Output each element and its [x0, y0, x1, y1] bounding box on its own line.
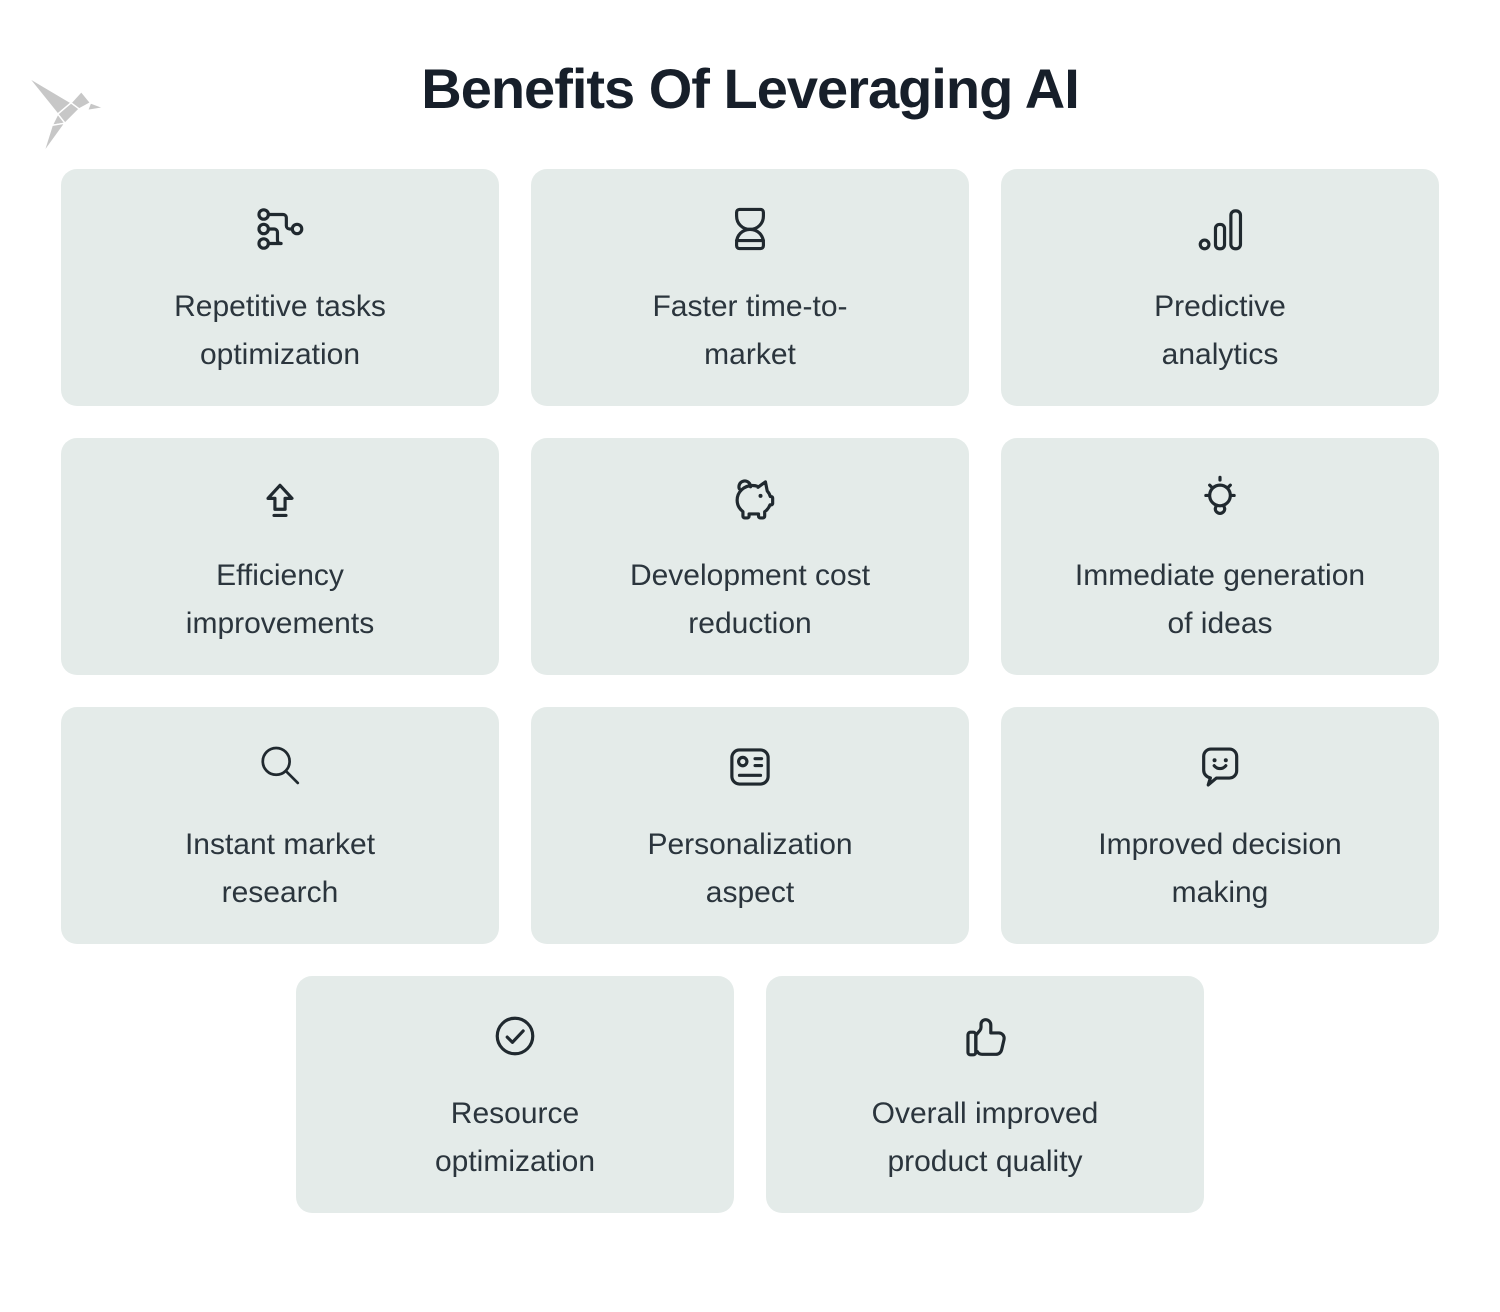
benefit-label: Instant market research — [184, 828, 376, 909]
card-row: Repetitive tasks optimization Faster time… — [61, 169, 1439, 406]
check-circle-icon — [486, 1006, 544, 1066]
id-card-icon — [721, 737, 779, 797]
hourglass-icon — [721, 199, 779, 259]
card-row: Resource optimization Overall improved pr… — [61, 976, 1439, 1213]
page-title: Benefits Of Leveraging AI — [421, 57, 1080, 120]
piggy-bank-icon — [721, 468, 779, 528]
magnifier-icon — [251, 737, 309, 797]
benefit-label: Personalization aspect — [647, 828, 853, 909]
benefit-card: Immediate generation of ideas — [1001, 438, 1439, 675]
benefit-card: Development cost reduction — [531, 438, 969, 675]
benefit-label: Predictive analytics — [1154, 290, 1286, 371]
card-row: Efficiency improvements Development cost … — [61, 438, 1439, 675]
benefit-card: Resource optimization — [296, 976, 734, 1213]
benefit-label: Overall improved product quality — [871, 1097, 1099, 1178]
bar-chart-icon — [1191, 199, 1249, 259]
benefits-grid: Repetitive tasks optimization Faster time… — [61, 169, 1439, 1213]
benefit-label: Efficiency improvements — [185, 559, 375, 640]
benefit-card: Predictive analytics — [1001, 169, 1439, 406]
card-row: Instant market research Personalization a… — [61, 707, 1439, 944]
message-smile-icon — [1191, 737, 1249, 797]
lightbulb-icon — [1191, 468, 1249, 528]
benefit-card: Repetitive tasks optimization — [61, 169, 499, 406]
arrow-up-icon — [251, 468, 309, 528]
thumbs-up-icon — [956, 1006, 1014, 1066]
benefit-card: Improved decision making — [1001, 707, 1439, 944]
benefit-label: Faster time-to- market — [652, 290, 848, 371]
benefit-label: Repetitive tasks optimization — [174, 290, 386, 371]
benefit-label: Improved decision making — [1098, 828, 1342, 909]
benefit-card: Efficiency improvements — [61, 438, 499, 675]
benefit-label: Immediate generation of ideas — [1074, 559, 1366, 640]
benefit-card: Instant market research — [61, 707, 499, 944]
benefit-card: Overall improved product quality — [766, 976, 1204, 1213]
benefit-card: Personalization aspect — [531, 707, 969, 944]
benefit-label: Resource optimization — [434, 1097, 596, 1178]
origami-bird-logo — [27, 76, 105, 154]
benefit-label: Development cost reduction — [629, 559, 871, 640]
benefit-card: Faster time-to- market — [531, 169, 969, 406]
workflow-icon — [251, 199, 309, 259]
